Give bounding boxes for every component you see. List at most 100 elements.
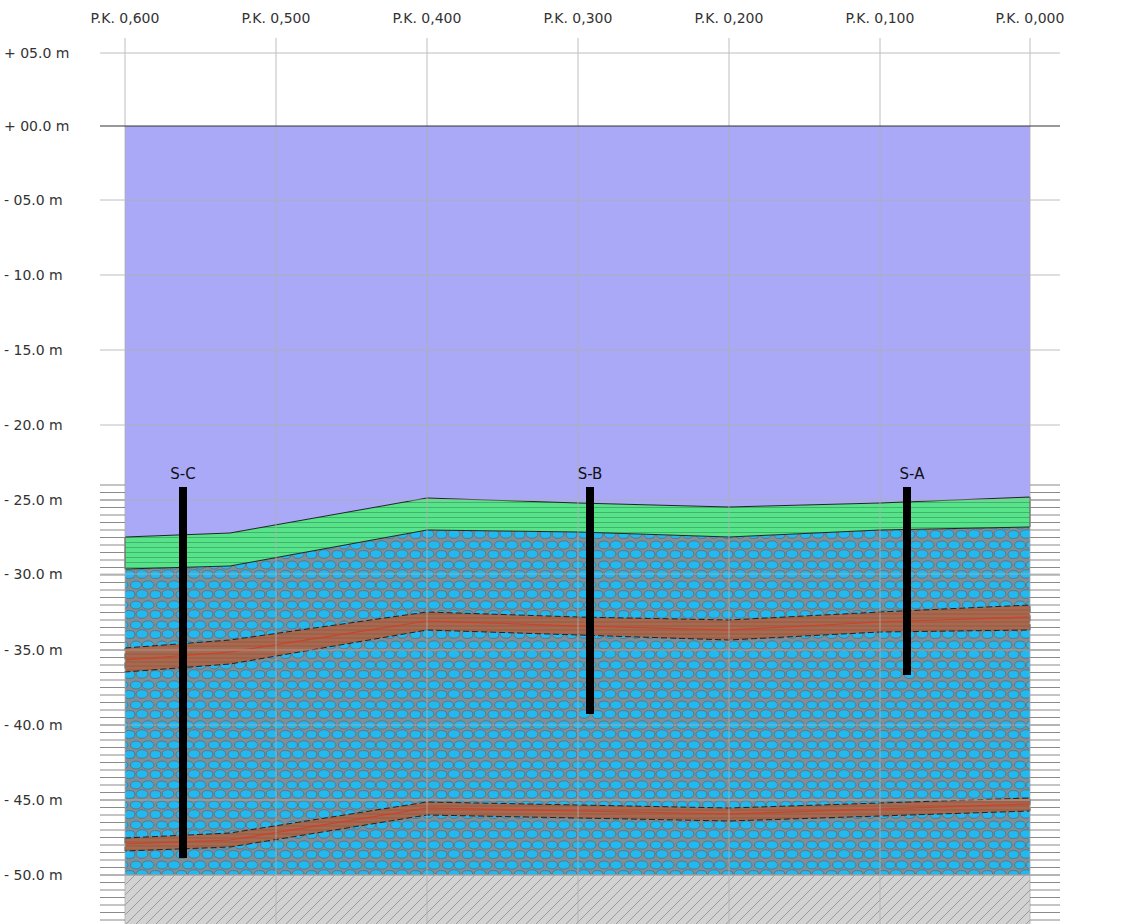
scale-tick — [100, 845, 125, 846]
scale-tick — [100, 522, 125, 523]
station-label: P.K. 0,300 — [544, 11, 613, 25]
scale-tick — [1030, 582, 1060, 583]
station-label: P.K. 0,200 — [695, 11, 764, 25]
scale-tick — [100, 710, 125, 711]
elevation-label: - 45.0 m — [4, 792, 63, 808]
scale-tick — [100, 575, 125, 576]
scale-tick — [1030, 605, 1060, 606]
scale-tick — [1030, 680, 1060, 681]
scale-tick — [1030, 567, 1060, 568]
scale-tick — [1030, 920, 1060, 921]
scale-tick — [100, 485, 125, 486]
scale-tick — [1030, 665, 1060, 666]
scale-tick — [1030, 612, 1060, 613]
scale-tick — [1030, 485, 1060, 486]
elevation-label: - 10.0 m — [4, 267, 63, 283]
scale-tick — [1030, 830, 1060, 831]
scale-tick — [100, 785, 125, 786]
elevation-label: - 05.0 m — [4, 192, 63, 208]
scale-tick — [100, 747, 125, 748]
elevation-label: - 15.0 m — [4, 342, 63, 358]
scale-tick — [100, 920, 125, 921]
scale-tick — [100, 755, 125, 756]
elevation-label: - 20.0 m — [4, 417, 63, 433]
scale-tick — [100, 740, 125, 741]
scale-tick — [100, 650, 125, 651]
scale-tick — [100, 657, 125, 658]
scale-tick — [100, 777, 125, 778]
scale-tick — [100, 695, 125, 696]
scale-tick — [100, 830, 125, 831]
scale-tick — [1030, 560, 1060, 561]
scale-tick — [100, 875, 125, 876]
scale-tick — [1030, 620, 1060, 621]
elevation-label: - 25.0 m — [4, 492, 63, 508]
scale-tick — [1030, 890, 1060, 891]
scale-tick — [100, 567, 125, 568]
scale-tick — [1030, 657, 1060, 658]
scale-tick — [100, 515, 125, 516]
elevation-label: - 50.0 m — [4, 867, 63, 883]
scale-tick — [100, 642, 125, 643]
scale-tick — [1030, 755, 1060, 756]
scale-tick — [1030, 852, 1060, 853]
scale-tick — [1030, 672, 1060, 673]
scale-tick — [100, 725, 125, 726]
scale-tick — [1030, 740, 1060, 741]
elevation-label: - 30.0 m — [4, 566, 63, 582]
station-label: P.K. 0,600 — [91, 11, 160, 25]
scale-tick — [100, 905, 125, 906]
scale-tick — [1030, 845, 1060, 846]
scale-tick — [100, 762, 125, 763]
scale-tick — [1030, 882, 1060, 883]
scale-tick — [1030, 507, 1060, 508]
scale-tick — [100, 635, 125, 636]
elevation-label: - 40.0 m — [4, 717, 63, 733]
scale-tick — [100, 800, 125, 801]
scale-tick — [100, 890, 125, 891]
station-label: P.K. 0,500 — [242, 11, 311, 25]
scale-tick — [1030, 807, 1060, 808]
scale-tick — [1030, 500, 1060, 501]
elevation-label: - 35.0 m — [4, 642, 63, 658]
scale-tick — [1030, 717, 1060, 718]
scale-tick — [1030, 650, 1060, 651]
scale-tick — [1030, 785, 1060, 786]
scale-tick — [100, 627, 125, 628]
scale-tick — [100, 815, 125, 816]
scale-tick — [1030, 710, 1060, 711]
scale-tick — [1030, 702, 1060, 703]
scale-tick — [1030, 800, 1060, 801]
scale-tick — [100, 807, 125, 808]
scale-tick — [100, 620, 125, 621]
scale-tick — [100, 582, 125, 583]
scale-tick — [1030, 762, 1060, 763]
scale-tick — [1030, 912, 1060, 913]
elevation-label: + 00.0 m — [4, 118, 69, 134]
scale-tick — [1030, 590, 1060, 591]
scale-tick — [1030, 860, 1060, 861]
scale-tick — [1030, 522, 1060, 523]
scale-tick — [1030, 530, 1060, 531]
station-label: P.K. 0,100 — [846, 11, 915, 25]
scale-tick — [1030, 575, 1060, 576]
scale-tick — [1030, 642, 1060, 643]
scale-tick — [100, 897, 125, 898]
scale-tick — [100, 717, 125, 718]
borehole-label: S-C — [170, 467, 195, 482]
borehole — [179, 487, 187, 858]
scale-tick — [100, 732, 125, 733]
scale-tick — [1030, 537, 1060, 538]
scale-tick — [1030, 897, 1060, 898]
scale-tick — [100, 860, 125, 861]
scale-tick — [100, 612, 125, 613]
scale-tick — [1030, 627, 1060, 628]
scale-tick — [1030, 515, 1060, 516]
borehole-label: S-A — [900, 467, 925, 482]
scale-tick — [100, 822, 125, 823]
scale-tick — [100, 492, 125, 493]
elevation-label: + 05.0 m — [4, 45, 69, 61]
scale-tick — [100, 597, 125, 598]
scale-tick — [100, 770, 125, 771]
station-label: P.K. 0,000 — [996, 11, 1065, 25]
